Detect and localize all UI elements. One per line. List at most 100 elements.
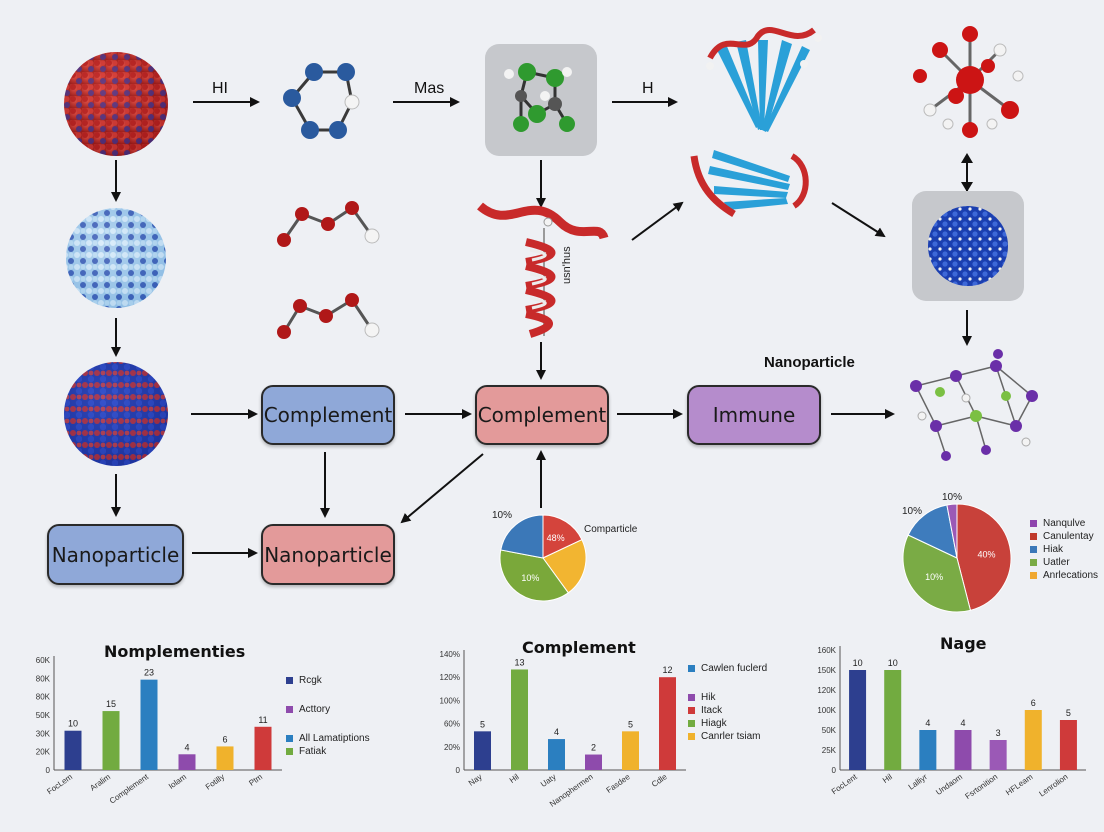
x-tick-label: Ptm — [247, 772, 264, 788]
legend-swatch — [688, 720, 695, 727]
legend-swatch — [1030, 559, 1037, 566]
bar-value-label: 4 — [554, 727, 559, 737]
bar-value-label: 11 — [258, 715, 267, 725]
x-tick-label: Fsrtonition — [964, 772, 1000, 801]
bar — [1059, 720, 1077, 770]
bar-value-label: 3 — [996, 728, 1001, 738]
bar — [216, 746, 234, 770]
legend-label: Fatiak — [299, 746, 327, 757]
legend-item: Rcgk — [286, 674, 370, 687]
nanoparticle-mid-box[interactable]: Nanoparticle — [261, 524, 395, 585]
pie-slice-label: 48% — [547, 533, 565, 543]
label-mas: Mas — [414, 80, 445, 97]
nanoparticle-left-box[interactable]: Nanoparticle — [47, 524, 184, 585]
bar-value-label: 23 — [144, 668, 154, 678]
legend-item: Canrler tsiam — [688, 730, 767, 743]
pie-slice — [902, 534, 972, 613]
x-tick-label: Fasdee — [605, 772, 632, 795]
y-tick-label: 60K — [36, 656, 51, 665]
pie-small-legend: Comparticle — [584, 524, 638, 535]
bar — [64, 730, 82, 770]
legend-swatch — [286, 677, 293, 684]
bar — [474, 731, 491, 770]
y-tick-label: 0 — [46, 766, 51, 775]
arrow-to-sheet — [631, 201, 684, 241]
bar — [849, 670, 867, 770]
chart-3-title: Nage — [940, 634, 987, 653]
legend-swatch — [286, 735, 293, 742]
legend-swatch — [688, 733, 695, 740]
chain-molecule-image-1 — [277, 201, 380, 247]
legend-item: Fatiak — [286, 745, 370, 758]
bar-chart-2: 020%60%100%120%140%5Nay13Hil4Uaty2Nanoph… — [440, 650, 686, 809]
pie-large: 40%10% 10% 10% — [902, 492, 1012, 613]
legend-item: Hiagk — [688, 717, 767, 730]
y-tick-label: 80K — [36, 674, 51, 683]
pie-large-slices: 40%10% — [902, 503, 1012, 613]
legend-item: Hiak — [1030, 543, 1098, 556]
y-tick-label: 50K — [822, 726, 837, 735]
legend-label: Itack — [701, 705, 723, 716]
bar-value-label: 10 — [888, 658, 898, 668]
purple-network-image — [910, 349, 1038, 461]
bar — [585, 754, 602, 770]
pie-small: 48% 10% 10% Comparticle — [492, 510, 638, 602]
pie-large-legend: Nanqulve Canulentay Hiak Uatler Anrlecat… — [1030, 517, 1098, 582]
helix-text: usn'hus — [561, 246, 573, 284]
bar — [548, 739, 565, 770]
complement-center-box[interactable]: Complement — [475, 385, 609, 445]
pie-slice-label: 10% — [925, 572, 943, 582]
bar — [254, 726, 272, 770]
legend-label: Cawlen fuclerd — [701, 663, 768, 674]
bar — [140, 679, 158, 770]
bar-value-label: 6 — [222, 734, 227, 744]
y-tick-label: 100K — [817, 706, 836, 715]
legend-item: Anrlecations — [1030, 569, 1098, 582]
nanoparticle-mixed-image — [64, 362, 168, 466]
x-tick-label: Hil — [881, 772, 894, 785]
immune-box[interactable]: Immune — [687, 385, 821, 445]
bar-value-label: 6 — [1031, 698, 1036, 708]
legend-label: Acttory — [299, 704, 331, 715]
complement-left-box[interactable]: Complement — [261, 385, 395, 445]
y-tick-label: 80K — [36, 693, 51, 702]
nanoparticle-red-image — [64, 52, 168, 156]
chain-molecule-image-2 — [277, 293, 380, 339]
legend-item: Canulentay — [1030, 530, 1098, 543]
legend-swatch — [688, 694, 695, 701]
bar — [511, 669, 528, 770]
beta-sheet-image-1 — [706, 27, 822, 132]
bar-chart-1: 020K30K50K80K80K60K10FocLem15Aralim23Com… — [36, 656, 282, 806]
green-molecule-image — [504, 63, 575, 132]
legend-swatch — [1030, 520, 1037, 527]
y-tick-label: 60% — [444, 720, 460, 729]
legend-item: Uatler — [1030, 556, 1098, 569]
legend-swatch — [286, 706, 293, 713]
legend-label: Nanqulve — [1043, 518, 1086, 529]
bar — [1024, 710, 1042, 770]
chart-2-title: Complement — [522, 638, 636, 657]
pie-slice — [956, 503, 1012, 611]
pie-small-slices: 48% 10% — [499, 514, 587, 602]
legend-label: Anrlecations — [1043, 570, 1099, 581]
legend-item: Acttory — [286, 703, 370, 716]
nanoparticle-lightblue-image — [66, 208, 166, 308]
x-tick-label: Iolam — [167, 772, 188, 791]
chart-2-legend: Cawlen fuclerd Hik Itack Hiagk Canrler t… — [688, 662, 767, 743]
bar — [178, 754, 196, 770]
legend-item: All Lamatiptions — [286, 732, 370, 745]
bar — [102, 711, 120, 770]
label-hi: HI — [212, 80, 228, 97]
legend-label: Rcgk — [299, 675, 322, 686]
y-tick-label: 20% — [444, 743, 460, 752]
bar — [884, 670, 902, 770]
bar — [954, 730, 972, 770]
legend-swatch — [1030, 572, 1037, 579]
legend-swatch — [688, 665, 695, 672]
pie-large-outside-label-2: 10% — [902, 506, 922, 517]
bar-value-label: 12 — [662, 665, 672, 675]
x-tick-label: HFLeam — [1004, 772, 1035, 797]
pie-slice-label: 10% — [521, 573, 539, 583]
x-tick-label: FocLem — [45, 772, 74, 796]
